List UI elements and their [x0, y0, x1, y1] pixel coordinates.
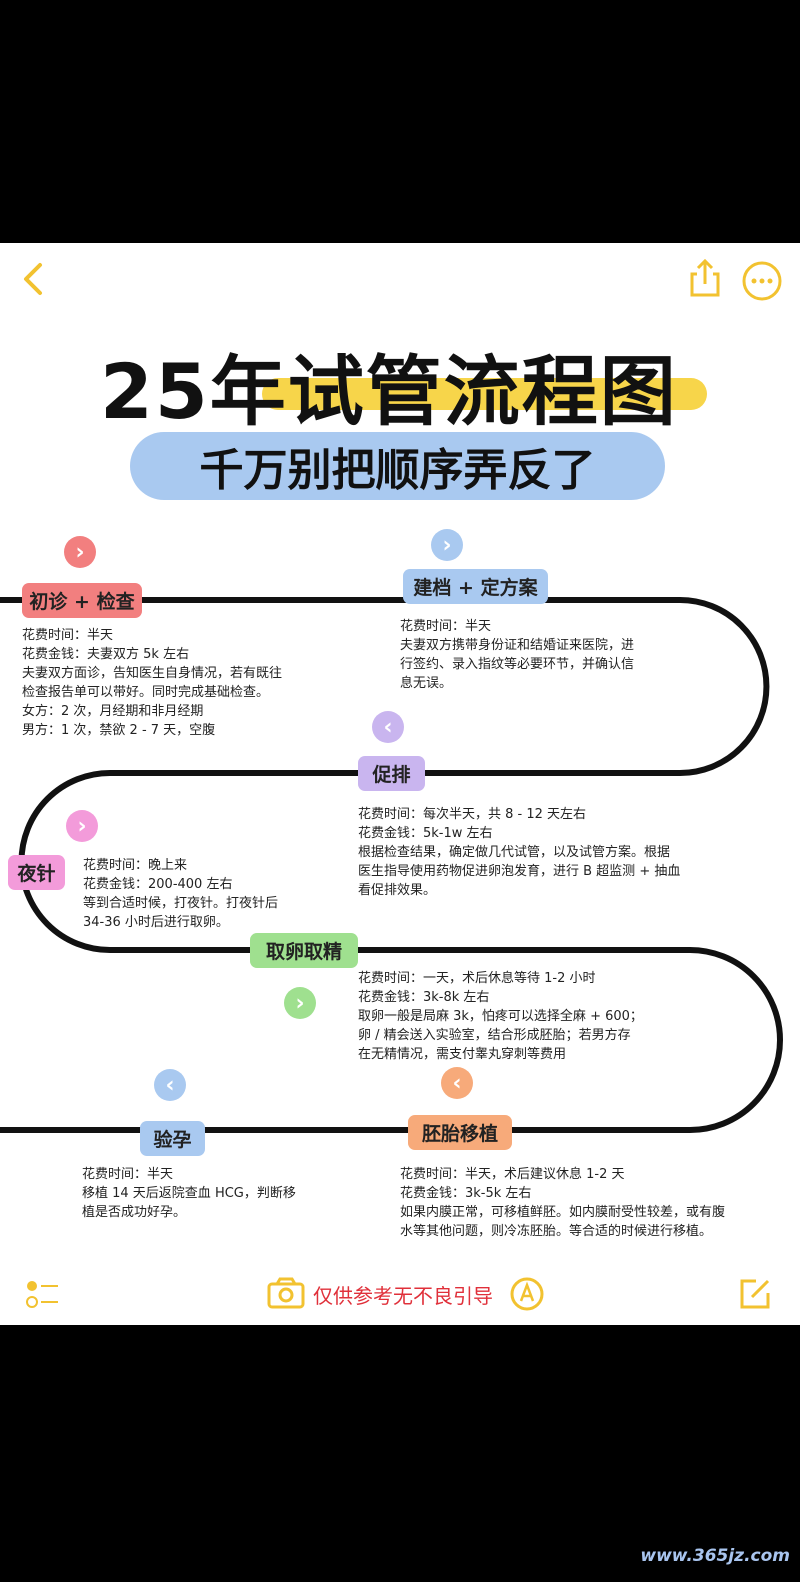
detail-line: 花费时间：一天，术后休息等待 1-2 小时	[358, 971, 596, 986]
chevron-left-icon[interactable]	[18, 262, 48, 296]
share-icon[interactable]	[688, 258, 722, 298]
detail-line: 女方：2 次，月经期和非月经期	[22, 704, 204, 719]
step-1-label: 初诊 + 检查	[22, 583, 142, 618]
step-5-details: 花费时间：一天，术后休息等待 1-2 小时花费金钱：3k-8k 左右取卵一般是局…	[358, 969, 643, 1064]
detail-line: 花费金钱：夫妻双方 5k 左右	[22, 647, 190, 662]
step-3-details: 花费时间：每次半天，共 8 - 12 天左右花费金钱：5k-1w 左右根据检查结…	[358, 805, 680, 900]
watermark: www.365jz.com	[640, 1546, 790, 1566]
step-2-label: 建档 + 定方案	[403, 569, 548, 604]
step-4-arrow-right-icon: ›	[66, 810, 98, 842]
detail-line: 行签约、录入指纹等必要环节，并确认信	[400, 657, 635, 672]
step-2-arrow-right-icon: ›	[431, 529, 463, 561]
step-4-label: 夜针	[8, 855, 65, 890]
step-7-arrow-left-icon: ‹	[154, 1069, 186, 1101]
detail-line: 卵 / 精会送入实验室，结合形成胚胎；若男方存	[358, 1028, 631, 1043]
step-5-arrow-right-icon: ›	[284, 987, 316, 1019]
detail-line: 花费时间：半天	[82, 1167, 174, 1182]
step-5-label: 取卵取精	[250, 933, 358, 968]
detail-line: 花费金钱：3k-8k 左右	[358, 990, 490, 1005]
detail-line: 移植 14 天后返院查血 HCG，判断移	[82, 1186, 296, 1201]
detail-line: 花费时间：晚上来	[83, 858, 188, 873]
detail-line: 男方：1 次，禁欲 2 - 7 天，空腹	[22, 723, 216, 738]
subtitle-pill: 千万别把顺序弄反了	[130, 432, 665, 500]
detail-line: 息无误。	[400, 676, 453, 691]
title-highlight	[262, 378, 707, 410]
detail-line: 看促排效果。	[358, 883, 437, 898]
detail-line: 植是否成功好孕。	[82, 1205, 187, 1220]
pen-icon[interactable]	[509, 1276, 545, 1312]
subtitle: 千万别把顺序弄反了	[199, 445, 596, 496]
step-7-details: 花费时间：半天移植 14 天后返院查血 HCG，判断移植是否成功好孕。	[82, 1165, 296, 1222]
step-2-details: 花费时间：半天夫妻双方携带身份证和结婚证来医院，进行签约、录入指纹等必要环节，并…	[400, 617, 634, 693]
step-3-arrow-left-icon: ‹	[372, 711, 404, 743]
step-1-arrow-right-icon: ›	[64, 536, 96, 568]
detail-line: 夫妻双方携带身份证和结婚证来医院，进	[400, 638, 635, 653]
step-3-label: 促排	[358, 756, 425, 791]
detail-line: 医生指导使用药物促进卵泡发育，进行 B 超监测 + 抽血	[358, 864, 681, 879]
detail-line: 水等其他问题，则冷冻胚胎。等合适的时候进行移植。	[400, 1224, 713, 1239]
checklist-icon[interactable]	[22, 1278, 62, 1310]
edit-icon[interactable]	[738, 1277, 772, 1311]
detail-line: 花费金钱：200-400 左右	[83, 877, 233, 892]
camera-icon[interactable]	[267, 1277, 305, 1309]
detail-line: 等到合适时候，打夜针。打夜针后	[83, 896, 279, 911]
detail-line: 根据检查结果，确定做几代试管，以及试管方案。根据	[358, 845, 671, 860]
detail-line: 花费金钱：5k-1w 左右	[358, 826, 493, 841]
step-4-details: 花费时间：晚上来花费金钱：200-400 左右等到合适时候，打夜针。打夜针后 34…	[83, 856, 278, 932]
step-6-label: 胚胎移植	[408, 1115, 512, 1150]
disclaimer-text: 仅供参考无不良引导	[313, 1284, 493, 1308]
detail-line: 花费时间：半天	[400, 619, 492, 634]
step-6-arrow-left-icon: ‹	[441, 1067, 473, 1099]
detail-line: 检查报告单可以带好。同时完成基础检查。	[22, 685, 270, 700]
step-1-details: 花费时间：半天花费金钱：夫妻双方 5k 左右夫妻双方面诊，告知医生自身情况，若有…	[22, 626, 282, 740]
detail-line: 花费时间：每次半天，共 8 - 12 天左右	[358, 807, 587, 822]
detail-line: 花费金钱：3k-5k 左右	[400, 1186, 532, 1201]
step-6-details: 花费时间：半天，术后建议休息 1-2 天花费金钱：3k-5k 左右如果内膜正常，…	[400, 1165, 725, 1241]
detail-line: 取卵一般是局麻 3k，怕疼可以选择全麻 + 600；	[358, 1009, 643, 1024]
detail-line: 花费时间：半天，术后建议休息 1-2 天	[400, 1167, 625, 1182]
detail-line: 夫妻双方面诊，告知医生自身情况，若有既往	[22, 666, 283, 681]
step-7-label: 验孕	[140, 1121, 205, 1156]
detail-line: 在无精情况，需支付睾丸穿刺等费用	[358, 1047, 567, 1062]
detail-line: 34-36 小时后进行取卵。	[83, 915, 229, 930]
page-title: 25年试管流程图	[100, 347, 678, 436]
more-dots-icon[interactable]	[741, 260, 783, 302]
detail-line: 如果内膜正常，可移植鲜胚。如内膜耐受性较差，或有腹	[400, 1205, 726, 1220]
detail-line: 花费时间：半天	[22, 628, 114, 643]
